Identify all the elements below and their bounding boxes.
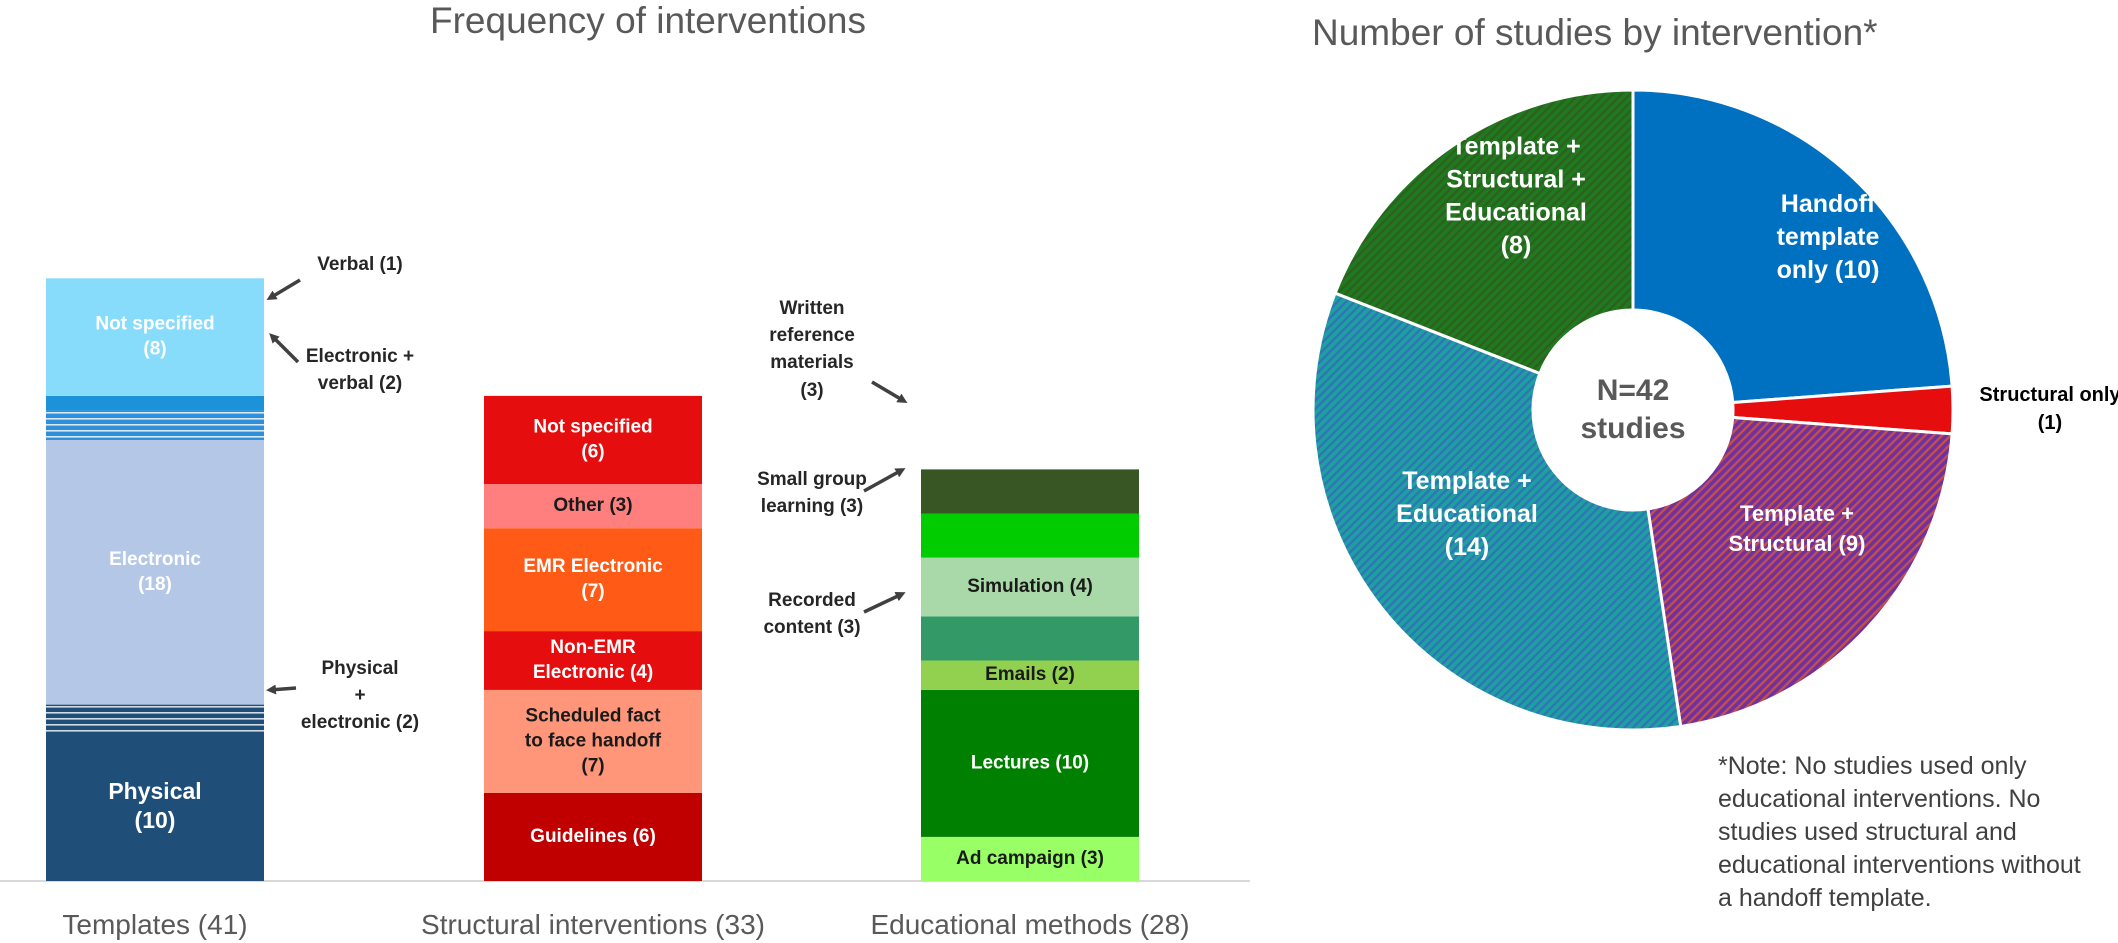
data-label-physical: Physical(10) bbox=[108, 778, 201, 833]
data-label-electronic: Electronic(18) bbox=[109, 549, 201, 595]
chart-title-left: Frequency of interventions bbox=[430, 0, 867, 41]
bar-segment-lectures bbox=[921, 689, 1139, 837]
bar-segment-non-emr-electronic bbox=[484, 631, 702, 690]
category-label-educational-methods: Educational methods (28) bbox=[870, 909, 1189, 940]
callout-arrow-verbal bbox=[266, 278, 301, 301]
callout-arrow-physical-electronic bbox=[266, 684, 297, 695]
bar-segment-electronic bbox=[46, 440, 264, 705]
data-label-lectures: Lectures (10) bbox=[971, 752, 1089, 773]
bar-segment-verbal bbox=[46, 395, 264, 411]
bar-segment-simulation bbox=[921, 557, 1139, 617]
callout-arrow-small-group-learning bbox=[863, 468, 906, 493]
chart-title-right: Number of studies by intervention* bbox=[1312, 12, 1878, 53]
bar-segment-emails bbox=[921, 660, 1139, 690]
category-label-templates: Templates (41) bbox=[62, 909, 247, 940]
bar-segment-electronic-verbal bbox=[46, 410, 264, 440]
bar-segment-physical bbox=[46, 734, 264, 881]
data-label-emr-electronic: EMR Electronic(7) bbox=[523, 556, 663, 602]
data-label-other: Other (3) bbox=[553, 495, 632, 516]
callout-label-verbal: Verbal (1) bbox=[317, 254, 403, 275]
bar-segment-not-specified bbox=[46, 278, 264, 396]
stacked-bar-chart: Physical(10) Physical+electronic (2) Elect… bbox=[0, 254, 1250, 940]
bar-segment-written-reference-materials bbox=[921, 469, 1139, 514]
callout-arrow-written-reference-materials bbox=[871, 380, 908, 404]
data-label-not-specified: Not specified(8) bbox=[95, 314, 214, 360]
bar-segment-small-group-learning bbox=[921, 513, 1139, 558]
pie-label-structural-only: Structural only(1) bbox=[1979, 384, 2118, 434]
category-label-structural-interventions: Structural interventions (33) bbox=[421, 909, 765, 940]
bar-segment-ad-campaign bbox=[921, 836, 1139, 881]
pie-label-template-structural: Template +Structural (9) bbox=[1729, 501, 1866, 556]
callout-label-physical-electronic: Physical+electronic (2) bbox=[301, 658, 419, 733]
bar-segment-other bbox=[484, 484, 702, 529]
data-label-simulation: Simulation (4) bbox=[967, 576, 1093, 597]
bar-segment-physical-electronic bbox=[46, 704, 264, 734]
pie-slice-template-educational bbox=[1311, 291, 1683, 732]
data-label-guidelines: Guidelines (6) bbox=[530, 826, 656, 847]
bar-segment-guidelines bbox=[484, 792, 702, 881]
pie-slice-template-structural-educational bbox=[1333, 88, 1635, 376]
data-label-ad-campaign: Ad campaign (3) bbox=[956, 848, 1104, 869]
pie-slice-handoff-template-only bbox=[1631, 88, 1954, 405]
bar-segment-emr-electronic bbox=[484, 528, 702, 632]
pie-slice-template-structural bbox=[1646, 415, 1954, 729]
bar-segment-recorded-content bbox=[921, 616, 1139, 661]
callout-label-electronic-verbal: Electronic +verbal (2) bbox=[306, 346, 414, 394]
pie-label-template-structural-educational: Template +Structural +Educational(8) bbox=[1445, 132, 1587, 259]
data-label-emails: Emails (2) bbox=[985, 664, 1075, 685]
pie-label-template-educational: Template +Educational(14) bbox=[1396, 467, 1538, 561]
callout-arrow-electronic-verbal bbox=[269, 333, 300, 364]
footnote: *Note: No studies used only educational … bbox=[1718, 752, 2081, 912]
callout-arrow-recorded-content bbox=[863, 592, 906, 614]
bar-segment-scheduled-fact-to-face-handoff bbox=[484, 689, 702, 793]
data-label-not-specified: Not specified(6) bbox=[533, 417, 652, 463]
bar-segment-not-specified bbox=[484, 395, 702, 485]
